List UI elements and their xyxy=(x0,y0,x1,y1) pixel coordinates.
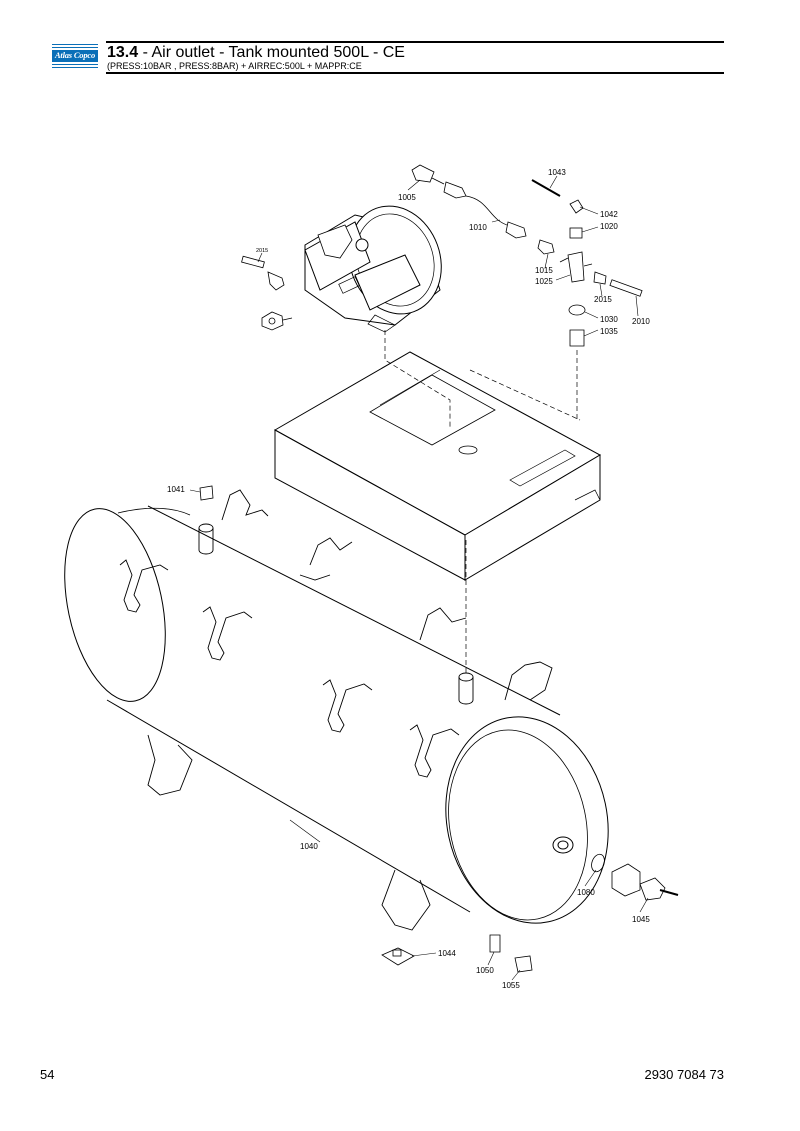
callout-1035: 1035 xyxy=(600,327,618,336)
callout-2015-right: 2015 xyxy=(594,295,612,304)
callout-2015-left: 2015 xyxy=(256,248,268,254)
callout-1055: 1055 xyxy=(502,981,520,990)
assembly-guides xyxy=(384,330,581,676)
callout-1041: 1041 xyxy=(167,485,185,494)
callout-1025: 1025 xyxy=(535,277,553,286)
section-number: 13.4 xyxy=(107,44,139,61)
callout-1042: 1042 xyxy=(600,210,618,219)
plug-1041 xyxy=(199,485,214,501)
callout-1010: 1010 xyxy=(469,223,487,232)
page-title: 13.4 - Air outlet - Tank mounted 500L - … xyxy=(107,44,405,62)
document-number: 2930 7084 73 xyxy=(644,1067,724,1082)
header-rule-bottom xyxy=(106,72,724,74)
callout-1040: 1040 xyxy=(300,842,318,851)
callout-1044: 1044 xyxy=(438,949,456,958)
callout-1043: 1043 xyxy=(548,168,566,177)
tank-brackets xyxy=(119,489,553,931)
page-number: 54 xyxy=(40,1067,55,1082)
callout-2010: 2010 xyxy=(632,317,650,326)
header-rule-top xyxy=(106,41,724,43)
callout-1005: 1005 xyxy=(398,193,416,202)
callout-1020: 1020 xyxy=(600,222,618,231)
outlet-fittings xyxy=(411,164,643,347)
callout-1045: 1045 xyxy=(632,915,650,924)
callout-leaders xyxy=(189,175,649,981)
callout-labels: 1005 1010 1043 1042 1020 1015 1025 2015 … xyxy=(167,168,650,990)
callout-1080: 1080 xyxy=(577,888,595,897)
page-subtitle: (PRESS:10BAR , PRESS:8BAR) + AIRREC:500L… xyxy=(107,61,362,71)
callout-1030: 1030 xyxy=(600,315,618,324)
atlas-copco-logo: Atlas Copco xyxy=(52,44,98,68)
outlet-valve-parts xyxy=(591,853,679,901)
left-fittings xyxy=(241,255,293,331)
brand-name: Atlas Copco xyxy=(54,50,96,60)
callout-1015: 1015 xyxy=(535,266,553,275)
drain-parts xyxy=(381,934,533,973)
compressor-base-plate xyxy=(273,351,602,581)
callout-1050: 1050 xyxy=(476,966,494,975)
section-title: - Air outlet - Tank mounted 500L - CE xyxy=(138,44,405,61)
air-receiver-tank xyxy=(64,505,609,930)
compressor-unit xyxy=(304,205,442,333)
